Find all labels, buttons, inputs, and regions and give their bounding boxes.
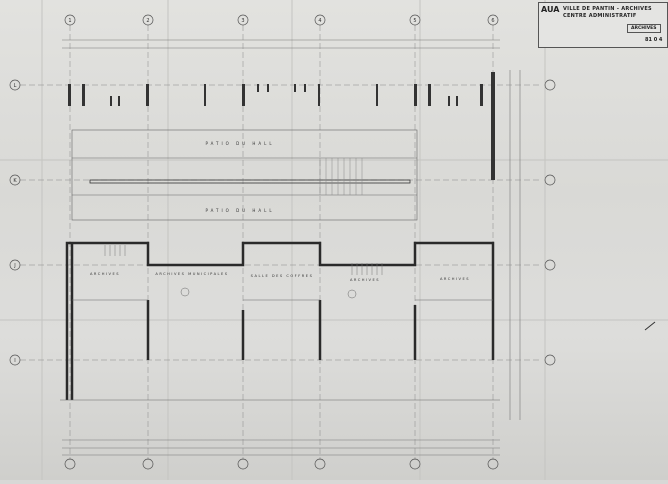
- grid-label: K: [13, 178, 17, 184]
- room-label: SALLE DES COFFRES: [251, 274, 314, 278]
- room-label: ARCHIVES: [440, 277, 470, 281]
- grid-label: 4: [318, 18, 321, 24]
- project-subtitle: CENTRE ADMINISTRATIF: [563, 13, 637, 19]
- sheet-subject: ARCHIVES: [627, 24, 661, 33]
- grid-label: J: [13, 263, 15, 269]
- grid-bubble-6: [487, 14, 499, 26]
- grid-label: 5: [413, 18, 416, 24]
- grid-label: 6: [491, 18, 494, 24]
- patio-label-top: PATIO DU HALL: [205, 141, 274, 146]
- title-block: AUA VILLE DE PANTIN - ARCHIVES CENTRE AD…: [538, 2, 668, 48]
- dimension-lines: [62, 39, 521, 456]
- sheet-number: 81 0 4: [645, 37, 663, 43]
- room-label: ARCHIVES: [90, 272, 120, 276]
- organization-logo: AUA: [541, 5, 560, 14]
- floor-plan-walls: [65, 241, 495, 400]
- grid-bubble-2: [142, 14, 154, 26]
- grid-label: I: [14, 358, 15, 364]
- grid-bubble-5: [409, 14, 421, 26]
- grid-bubble-3: [237, 14, 249, 26]
- project-title: VILLE DE PANTIN - ARCHIVES: [563, 6, 652, 12]
- grid-label: L: [14, 83, 17, 89]
- grid-bubble-4: [314, 14, 326, 26]
- grid-label: 2: [146, 18, 149, 24]
- grid-label: 3: [241, 18, 244, 24]
- grid-bubble-l: [9, 79, 21, 91]
- grid-bubble-1: [64, 14, 76, 26]
- patio-label-bottom: PATIO DU HALL: [205, 208, 274, 213]
- room-label: ARCHIVES: [350, 278, 380, 282]
- room-label: ARCHIVES MUNICIPALES: [155, 272, 228, 276]
- upper-facade-elements: [68, 72, 495, 184]
- grid-label: 1: [68, 18, 71, 24]
